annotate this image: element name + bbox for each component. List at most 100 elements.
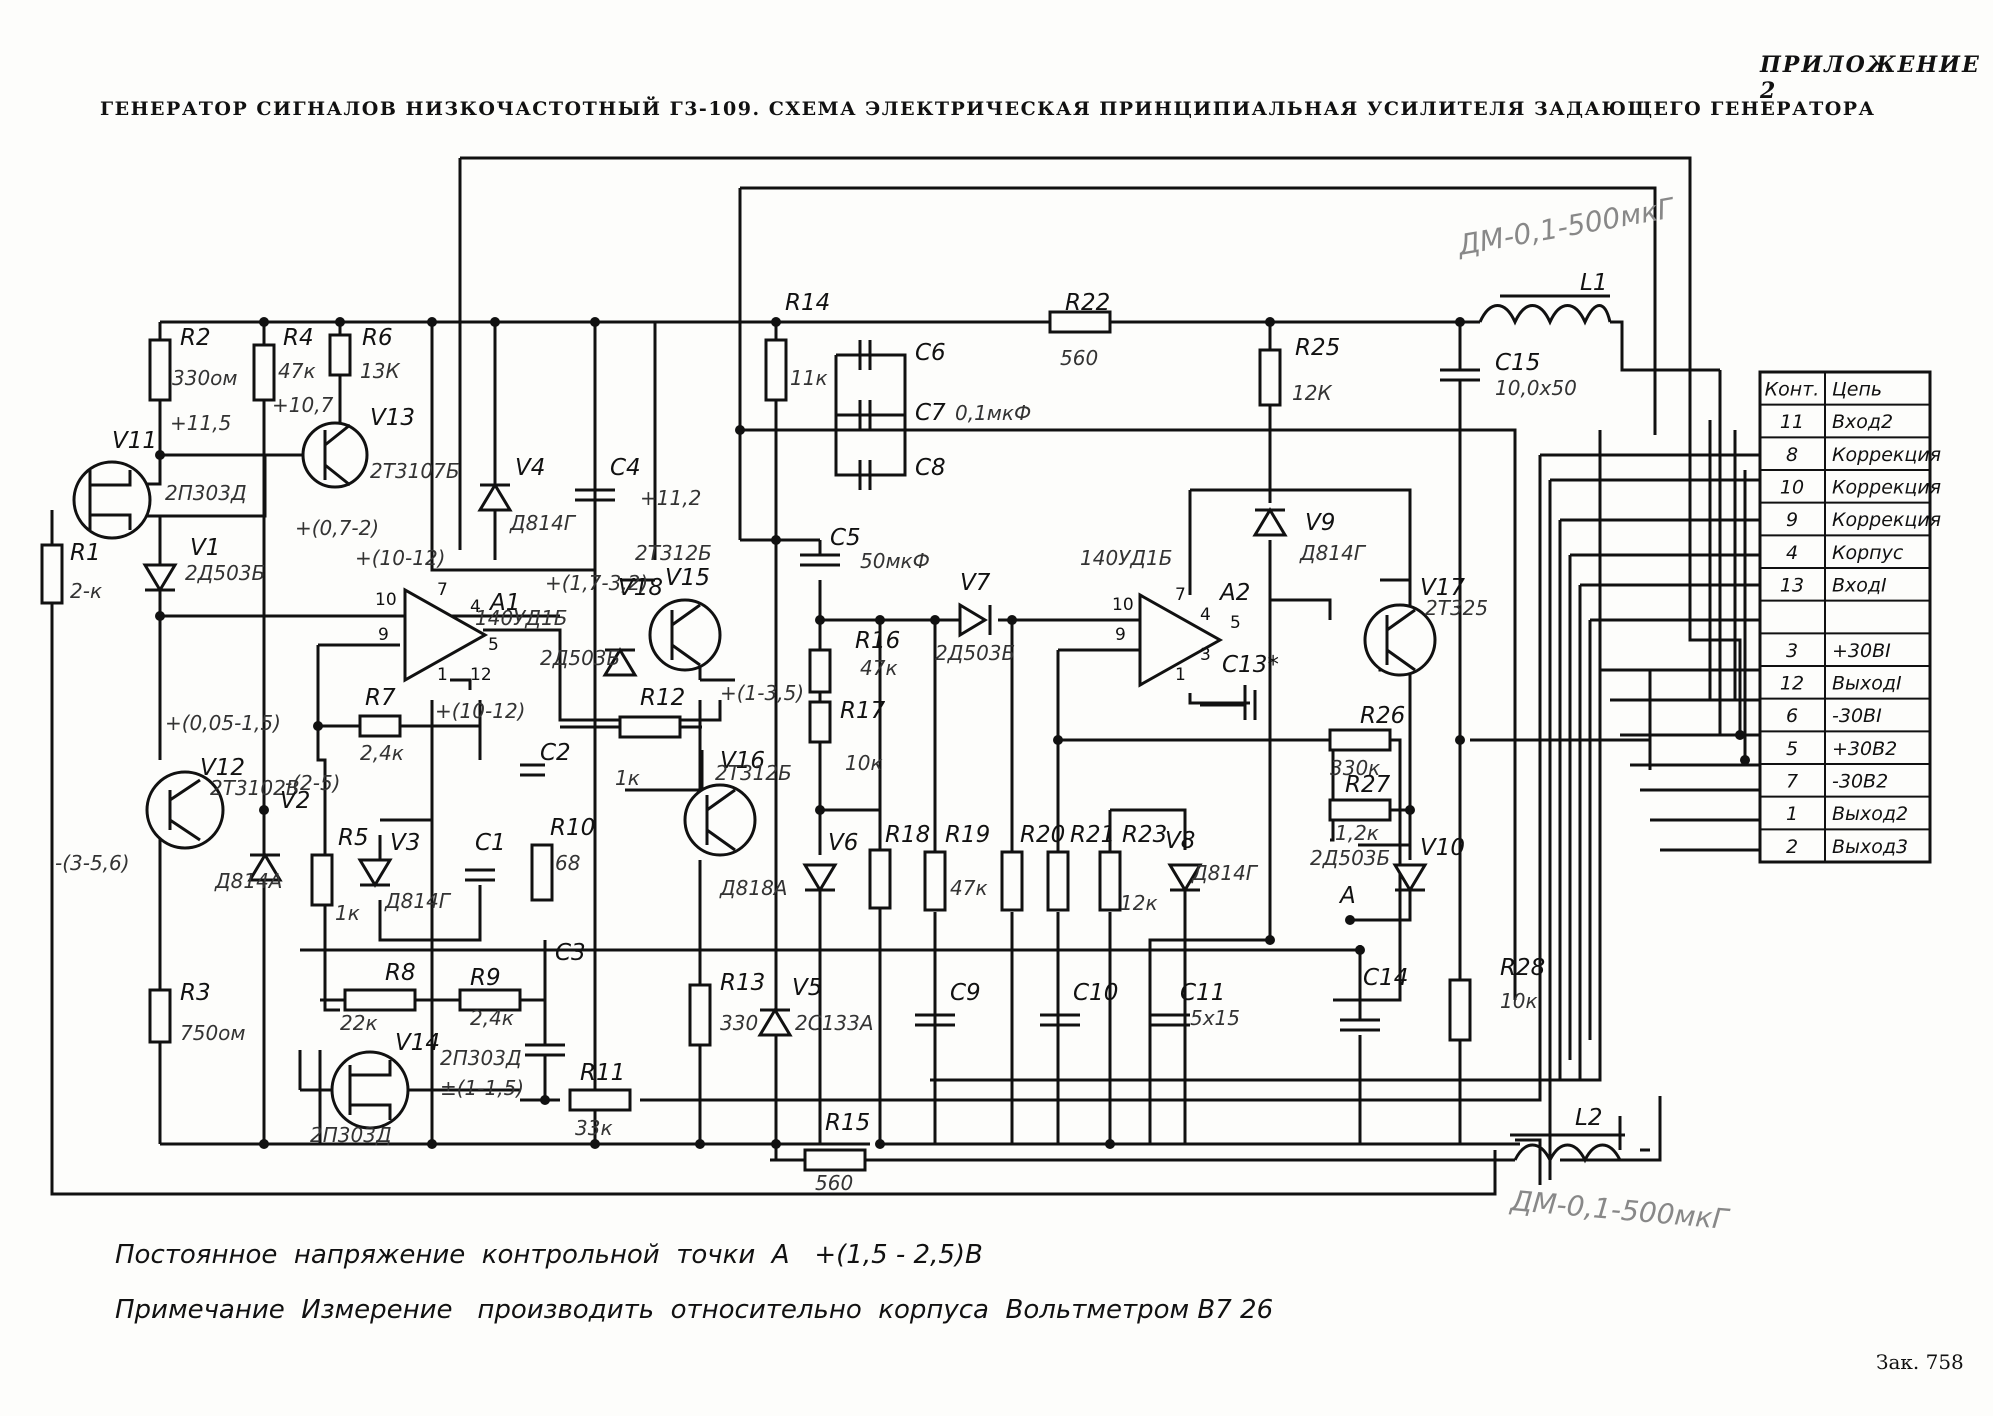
resistor-r11	[568, 1088, 632, 1112]
capacitor-c1	[465, 868, 495, 882]
value-a1: 140УД1Б	[475, 606, 567, 630]
value-r27: 1,2к	[1335, 821, 1379, 845]
label-r27: R27	[1345, 772, 1391, 798]
capacitor-c3	[525, 1043, 565, 1057]
label-v8: V8	[1165, 828, 1195, 854]
zener-v5	[757, 1007, 793, 1037]
label-r13: R13	[720, 970, 765, 996]
resistor-r16	[808, 648, 832, 694]
value-r1: 2-к	[70, 579, 102, 603]
capacitor-c11	[1150, 1013, 1190, 1027]
zener-v3	[357, 858, 393, 888]
capacitor-c14	[1340, 1018, 1380, 1032]
table-header-circuit: Цепь	[1832, 379, 1882, 401]
resistor-r14	[764, 338, 788, 402]
capacitor-c13	[1243, 690, 1257, 720]
voltage-1: +11,5	[170, 411, 231, 435]
resistor-r8	[343, 988, 417, 1012]
value-r4: 47к	[278, 359, 316, 383]
label-c15: C15	[1495, 350, 1540, 376]
table-cell-circuit: -30ВI	[1832, 705, 1882, 727]
label-v14: V14	[395, 1030, 440, 1056]
diode-v1	[142, 563, 178, 593]
resistor-r18	[868, 848, 892, 910]
fet-v14	[330, 1050, 410, 1130]
resistor-r6	[328, 333, 352, 377]
label-v16: V16	[720, 748, 765, 774]
value-v9: Д814Г	[1299, 541, 1367, 565]
table-cell-circuit: -30В2	[1832, 771, 1888, 793]
note-line-1: Постоянное напряжение контрольной точки …	[115, 1240, 983, 1270]
label-v17: V17	[1420, 575, 1465, 601]
capacitor-c5	[800, 553, 840, 567]
resistor-r3	[148, 988, 172, 1044]
value-r25: 12К	[1292, 381, 1332, 405]
svg-text:10: 10	[1112, 595, 1134, 615]
value-r9: 2,4к	[470, 1006, 514, 1030]
capacitor-c4	[575, 488, 615, 502]
value-v2: Д814А	[214, 869, 282, 893]
label-v18: V18	[618, 575, 663, 601]
voltage-7: +(1-3,5)	[720, 681, 804, 705]
label-r16: R16	[855, 628, 900, 654]
resistor-r15	[803, 1148, 867, 1172]
label-c9: C9	[950, 980, 981, 1006]
resistor-r19	[923, 850, 947, 912]
zener-v6	[802, 863, 838, 893]
label-c5: C5	[830, 525, 861, 551]
table-cell-contact: 9	[1786, 509, 1798, 531]
value-v3: Д814Г	[384, 889, 452, 913]
svg-text:7: 7	[437, 580, 448, 600]
resistor-r13	[688, 983, 712, 1047]
zener-v8	[1167, 863, 1203, 893]
svg-text:9: 9	[378, 625, 389, 645]
zener-v4	[477, 482, 513, 512]
zener-v9	[1252, 507, 1288, 537]
resistor-r12	[618, 715, 682, 739]
resistor-r4	[252, 343, 276, 402]
label-r17: R17	[840, 698, 886, 724]
svg-text:9: 9	[1115, 625, 1126, 645]
label-r14: R14	[785, 290, 830, 316]
zener-v2	[247, 852, 283, 882]
svg-text:4: 4	[470, 597, 481, 617]
value-r11: 33к	[575, 1116, 613, 1140]
table-cell-circuit: +30В2	[1832, 738, 1897, 760]
diode-v7	[958, 602, 992, 638]
voltage-4: +(10-12)	[355, 546, 445, 570]
label-v2: V2	[280, 788, 310, 814]
voltage-3: +(0,7-2)	[295, 516, 379, 540]
label-v13: V13	[370, 405, 415, 431]
resistor-r26	[1328, 728, 1392, 752]
value-c15: 10,0х50	[1495, 376, 1577, 400]
resistor-r27	[1328, 798, 1392, 822]
value-v12: 2Т3102В	[210, 776, 300, 800]
table-cell-contact: 10	[1780, 477, 1804, 499]
label-v3: V3	[390, 830, 420, 856]
label-c14: C14	[1363, 965, 1408, 991]
appendix-label: ПРИЛОЖЕНИЕ 2	[1760, 52, 1981, 104]
table-cell-contact: 12	[1780, 673, 1804, 695]
table-cell-circuit: ВыходI	[1832, 673, 1902, 695]
value-a2: 140УД1Б	[1080, 546, 1172, 570]
diode-v10	[1392, 863, 1428, 893]
table-cell-circuit: ВходI	[1832, 575, 1887, 597]
label-a1: А1	[488, 590, 520, 616]
value-c5: 50мкФ	[860, 549, 930, 573]
label-r11: R11	[580, 1060, 625, 1086]
value-r7: 2,4к	[360, 741, 404, 765]
table-cell-circuit: +30ВI	[1832, 640, 1891, 662]
capacitor-c8	[858, 460, 872, 490]
value-r19: 47к	[950, 876, 988, 900]
inductor-l1	[1478, 304, 1612, 326]
table-cell-circuit: Выход2	[1832, 803, 1908, 825]
value-v10: 2Д503Б	[1310, 846, 1390, 870]
svg-text:1: 1	[1175, 665, 1186, 685]
value-c7: 0,1мкФ	[955, 401, 1031, 425]
label-r10: R10	[550, 815, 595, 841]
components	[40, 294, 1750, 1172]
table-cell-contact: 5	[1786, 738, 1798, 760]
value-r15: 560	[815, 1171, 853, 1195]
label-c10: C10	[1073, 980, 1118, 1006]
